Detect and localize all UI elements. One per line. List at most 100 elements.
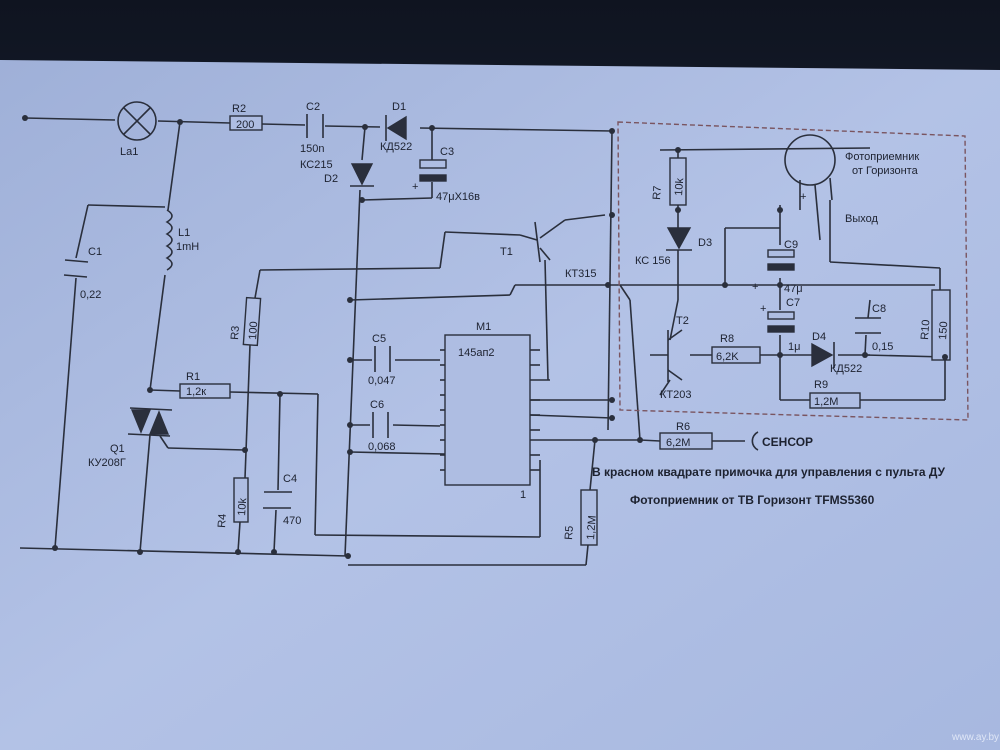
- ir-module-box: [617, 121, 969, 421]
- label-d3-value: КС 156: [635, 255, 671, 267]
- label-plus-c7: +: [760, 303, 766, 315]
- label-c8: C8: [872, 303, 886, 315]
- note-photodetector: Фотоприемник от ТВ Горизонт TFMS5360: [630, 493, 875, 507]
- label-d1: D1: [392, 101, 406, 113]
- label-t1: T1: [500, 246, 513, 258]
- label-c4-value: 470: [283, 515, 301, 527]
- label-c1: C1: [88, 246, 102, 258]
- label-r1: R1: [186, 371, 200, 383]
- label-r3: R3: [229, 325, 242, 340]
- capacitor-c9: [767, 249, 795, 271]
- label-r4-value: 10k: [236, 497, 249, 516]
- diode-d4: [811, 342, 835, 368]
- label-r5: R5: [563, 525, 576, 540]
- label-r7: R7: [651, 185, 664, 200]
- label-c2-value: 150n: [300, 143, 324, 155]
- label-plus-c3: +: [412, 181, 418, 193]
- photodetector-output-label: Выход: [845, 213, 878, 225]
- label-c9-value: 47μ: [784, 283, 803, 295]
- label-kc215: КС215: [300, 159, 333, 171]
- sensor-contact: [751, 431, 759, 451]
- zener-d3: [666, 227, 692, 251]
- label-r7-value: 10k: [673, 177, 686, 196]
- label-c2: C2: [306, 101, 320, 113]
- label-r2: R2: [232, 103, 246, 115]
- resistor-r4: [233, 477, 249, 523]
- resistor-r10: [931, 289, 951, 361]
- label-c1-value: 0,22: [80, 289, 101, 301]
- zener-d2: [350, 163, 374, 187]
- label-d1-value: КД522: [380, 141, 412, 153]
- label-d2: D2: [324, 173, 338, 185]
- label-r8: R8: [720, 333, 734, 345]
- label-r6-value: 6,2M: [666, 437, 690, 449]
- capacitor-c5: [374, 346, 391, 372]
- label-c5: C5: [372, 333, 386, 345]
- label-kt203: КТ203: [660, 389, 691, 401]
- component-labels: La1 R2 200 C2 150n D1 КД522 КС215 D2 C3 …: [80, 101, 950, 540]
- label-l1-value: 1mH: [176, 241, 199, 253]
- label-r10: R10: [919, 319, 932, 340]
- chip-m1: [440, 334, 550, 486]
- label-r2-value: 200: [236, 119, 254, 131]
- label-c6-value: 0,068: [368, 441, 396, 453]
- photodetector-title-line2: от Горизонта: [852, 165, 919, 177]
- label-c7: C7: [786, 297, 800, 309]
- resistor-r7: [669, 157, 687, 206]
- capacitor-c4: [263, 491, 292, 509]
- notes: В красном квадрате примочка для управлен…: [592, 465, 946, 507]
- label-c6: C6: [370, 399, 384, 411]
- label-c3-value: 47μX16в: [436, 191, 480, 203]
- transistor-t2: [650, 329, 683, 382]
- capacitor-c7: [767, 311, 795, 333]
- label-la1: La1: [120, 146, 138, 158]
- label-r5-value: 1,2M: [585, 515, 599, 540]
- watermark: www.ay.by: [951, 732, 999, 743]
- capacitor-c1: [63, 259, 89, 278]
- label-r10-value: 150: [937, 321, 950, 340]
- label-plus-c9: +: [752, 281, 758, 293]
- label-m1-value: 145ап2: [458, 347, 495, 359]
- diode-d1: [385, 115, 407, 141]
- label-c5-value: 0,047: [368, 375, 396, 387]
- label-t2: T2: [676, 315, 689, 327]
- note-remote-control: В красном квадрате примочка для управлен…: [592, 465, 946, 479]
- label-d3: D3: [698, 237, 712, 249]
- junction-dots: [22, 115, 948, 559]
- label-pin1: 1: [520, 489, 526, 501]
- resistor-r6: [659, 432, 713, 450]
- capacitor-c2: [306, 114, 324, 138]
- label-r9-value: 1,2M: [814, 396, 838, 408]
- label-d4-value: КД522: [830, 363, 862, 375]
- label-m1: M1: [476, 321, 491, 333]
- label-c8-value: 0,15: [872, 341, 893, 353]
- label-r6: R6: [676, 421, 690, 433]
- label-q1-value: КУ208Г: [88, 457, 126, 469]
- label-q1: Q1: [110, 443, 125, 455]
- label-sensor: СЕНСОР: [762, 435, 813, 449]
- label-c9: C9: [784, 239, 798, 251]
- label-c4: C4: [283, 473, 297, 485]
- capacitor-c3: [419, 159, 447, 182]
- lamp-la1: [117, 101, 157, 141]
- label-plus-photo: +: [800, 191, 806, 203]
- resistor-r1: [179, 383, 231, 399]
- resistor-r9: [809, 392, 861, 409]
- label-c7-value: 1μ: [788, 341, 800, 353]
- resistor-r5: [580, 489, 598, 546]
- label-r1-value: 1,2к: [186, 386, 206, 398]
- label-r9: R9: [814, 379, 828, 391]
- label-kt315: КТ315: [565, 268, 596, 280]
- resistor-r8: [711, 346, 761, 364]
- label-d4: D4: [812, 331, 826, 343]
- transistor-t1: [519, 219, 566, 263]
- label-l1: L1: [178, 227, 190, 239]
- label-r8-value: 6,2K: [716, 351, 739, 363]
- label-r3-value: 100: [247, 321, 260, 340]
- resistor-r2: [229, 115, 263, 131]
- capacitor-c6: [372, 412, 389, 438]
- photodetector-body: [784, 134, 836, 186]
- label-r4: R4: [216, 513, 229, 528]
- resistor-r3: [242, 296, 262, 347]
